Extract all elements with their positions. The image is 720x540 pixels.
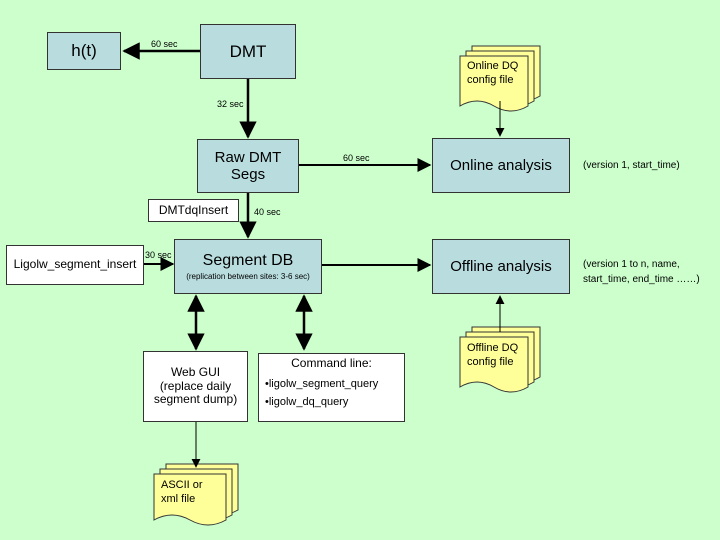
online-version-note: (version 1, start_time) <box>583 160 680 171</box>
segment-db-sublabel: (replication between sites: 3-6 sec) <box>186 272 310 282</box>
edge-label-raw-to-online: 60 sec <box>343 153 370 163</box>
offline-note-line-1: (version 1 to n, name, <box>583 259 680 270</box>
raw-dmt-segs-box: Raw DMT Segs <box>197 139 299 193</box>
offline-dq-config-text: Offline DQ config file <box>460 338 528 370</box>
ligolw-segment-insert-box: Ligolw_segment_insert <box>6 245 144 285</box>
dmt-box: DMT <box>200 24 296 79</box>
ascii-xml-line-1: ASCII or <box>161 479 203 491</box>
offline-analysis-label: Offline analysis <box>450 257 552 275</box>
web-gui-box: Web GUI (replace daily segment dump) <box>143 351 248 422</box>
online-dq-line-2: config file <box>467 73 514 86</box>
online-dq-line-1: Online DQ <box>467 60 519 72</box>
ascii-xml-file-text: ASCII or xml file <box>154 475 226 507</box>
online-dq-config-text: Online DQ config file <box>460 56 528 88</box>
ascii-xml-line-2: xml file <box>161 492 196 505</box>
command-item-segment-query: •ligolw_segment_query <box>265 377 379 390</box>
edge-label-insert-to-segdb: 30 sec <box>145 250 172 260</box>
offline-dq-line-2: config file <box>467 355 514 368</box>
command-line-box: Command line: •ligolw_segment_query •lig… <box>258 353 405 422</box>
online-analysis-box: Online analysis <box>432 138 570 193</box>
web-gui-line-3: segment dump) <box>153 392 238 407</box>
ht-box: h(t) <box>47 32 121 70</box>
raw-dmt-segs-line-1: Raw DMT <box>214 148 282 166</box>
dmtdq-insert-label: DMTdqInsert <box>158 202 229 217</box>
edge-label-raw-to-segdb: 40 sec <box>254 207 281 217</box>
ht-label: h(t) <box>71 41 97 61</box>
offline-note-line-2: start_time, end_time ……) <box>583 274 700 285</box>
command-line-title: Command line: <box>291 356 372 370</box>
offline-version-note: (version 1 to n, name, start_time, end_t… <box>583 257 700 287</box>
offline-dq-line-1: Offline DQ <box>467 342 519 354</box>
segment-db-box: Segment DB (replication between sites: 3… <box>174 239 322 294</box>
online-dq-config-document <box>459 45 541 112</box>
ascii-xml-file-document <box>153 463 239 526</box>
offline-analysis-box: Offline analysis <box>432 239 570 294</box>
web-gui-line-1: Web GUI <box>170 364 221 379</box>
edge-label-dmt-to-raw: 32 sec <box>217 99 244 109</box>
edge-label-dmt-to-ht: 60 sec <box>151 39 178 49</box>
dmtdq-insert-box: DMTdqInsert <box>148 199 239 222</box>
segment-db-label: Segment DB <box>202 251 294 269</box>
online-analysis-label: Online analysis <box>450 156 552 174</box>
web-gui-line-2: (replace daily <box>159 378 232 393</box>
dmt-label: DMT <box>229 41 267 61</box>
ligolw-segment-insert-label: Ligolw_segment_insert <box>13 257 137 272</box>
raw-dmt-segs-line-2: Segs <box>230 166 266 183</box>
offline-dq-config-document <box>459 326 541 393</box>
command-item-dq-query: •ligolw_dq_query <box>265 396 349 409</box>
